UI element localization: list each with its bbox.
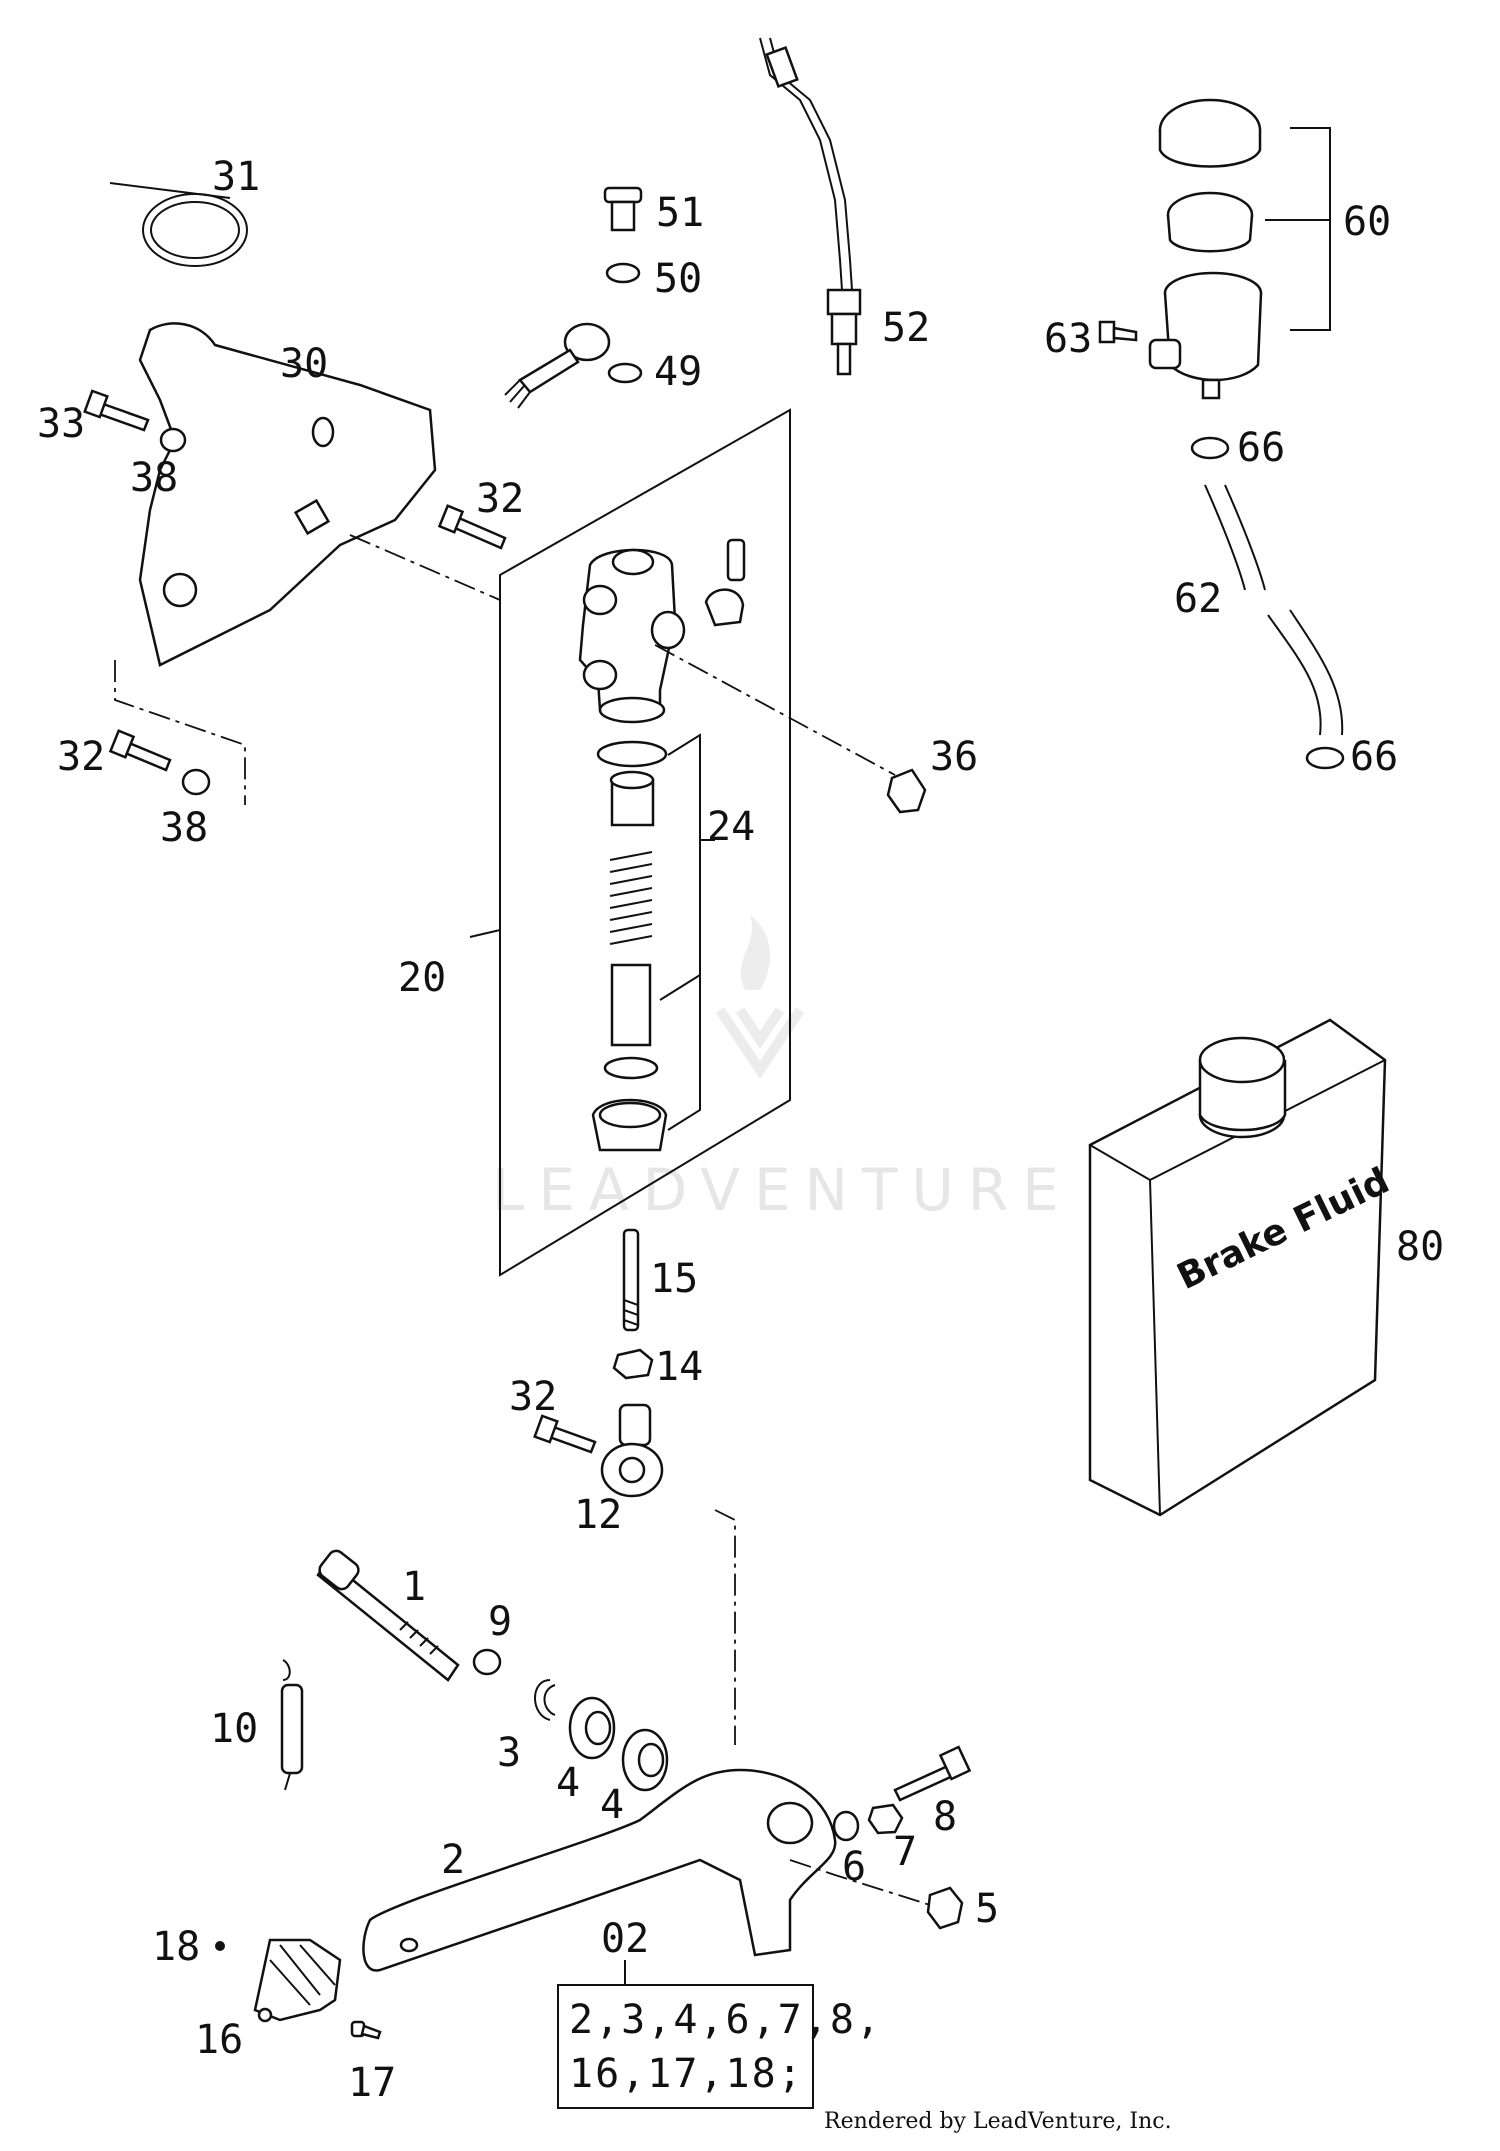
label-16: 16: [195, 2017, 243, 2063]
washer-38-top: [159, 427, 187, 453]
washer-38-bottom: [181, 768, 211, 796]
label-1: 1: [402, 1564, 426, 1610]
label-3: 3: [497, 1730, 521, 1776]
leader-line-hardware: [789, 1859, 931, 1906]
label-36: 36: [930, 734, 978, 780]
push-rod: [622, 1228, 640, 1332]
label-49: 49: [654, 349, 702, 395]
bolt-32-top: [437, 504, 507, 550]
brake-fluid-container: Brake Fluid: [1088, 1018, 1396, 1517]
clamp-66-bottom: [1305, 746, 1345, 770]
label-24: 24: [707, 804, 755, 850]
screw-63: [1098, 320, 1138, 344]
washer-9: [472, 1648, 502, 1676]
part-labels: 31 30 33 38 32 32 38 51 50 49 52 60 63 6…: [37, 154, 1444, 2106]
o-ring: [596, 740, 668, 768]
label-02: 02: [601, 1916, 649, 1962]
label-66-bottom: 66: [1350, 734, 1398, 780]
brake-light-switch: [759, 37, 862, 376]
washer-50: [605, 262, 641, 284]
reservoir-assembly: [1148, 98, 1331, 400]
label-6: 6: [842, 1844, 866, 1890]
clamp-66-top: [1190, 436, 1230, 460]
clevis: [600, 1403, 664, 1498]
label-50: 50: [654, 256, 702, 302]
label-17: 17: [348, 2060, 396, 2106]
render-credit: Rendered by LeadVenture, Inc.: [824, 2109, 1172, 2134]
label-15: 15: [650, 1256, 698, 1302]
circlip-3: [534, 1679, 556, 1721]
leader-line-left: [114, 660, 246, 805]
kit-list-box: 2,3,4,6,7,8, 16,17,18;: [557, 1960, 882, 2109]
label-2: 2: [441, 1837, 465, 1883]
banjo-bolt: [603, 186, 643, 232]
nut-5: [926, 1886, 964, 1930]
pin-18: [215, 1941, 225, 1951]
bolt-32-left: [108, 729, 172, 772]
label-9: 9: [488, 1599, 512, 1645]
bearing-4-second: [621, 1728, 669, 1792]
label-8: 8: [933, 1794, 957, 1840]
bolt-8: [893, 1745, 972, 1802]
washer-49: [607, 362, 643, 384]
label-20: 20: [398, 955, 446, 1001]
washer-6: [832, 1810, 860, 1842]
nut-36: [886, 768, 927, 814]
leader-line-lever: [714, 1509, 736, 1745]
label-66-top: 66: [1237, 425, 1285, 471]
label-18: 18: [152, 1924, 200, 1970]
label-31: 31: [212, 154, 260, 200]
cable-tie: [109, 182, 248, 267]
label-4-second: 4: [600, 1782, 624, 1828]
label-10: 10: [210, 1706, 258, 1752]
bracket: [138, 322, 437, 667]
spring-10: [280, 1659, 304, 1791]
watermark: LEADVENTURE: [492, 915, 1073, 1224]
label-leaders: [469, 839, 715, 938]
bolt-33: [83, 389, 150, 432]
kit-list-line-1: 2,3,4,6,7,8,: [569, 1997, 882, 2043]
pivot-bolt: [316, 1549, 460, 1682]
kit-list-line-2: 16,17,18;: [569, 2051, 804, 2097]
watermark-text: LEADVENTURE: [492, 1156, 1073, 1224]
label-52: 52: [882, 305, 930, 351]
screw-17: [350, 2020, 382, 2040]
label-38-top: 38: [130, 455, 178, 501]
label-32-top: 32: [476, 476, 524, 522]
label-32-clevis: 32: [509, 1374, 557, 1420]
nut-7: [867, 1803, 904, 1835]
label-38-bottom: 38: [160, 805, 208, 851]
label-5: 5: [975, 1886, 999, 1932]
label-80: 80: [1396, 1224, 1444, 1270]
label-63: 63: [1044, 316, 1092, 362]
label-12: 12: [574, 1492, 622, 1538]
leader-line-mounting: [349, 534, 896, 776]
label-60: 60: [1343, 199, 1391, 245]
bearing-4-first: [568, 1696, 616, 1760]
label-32-left: 32: [57, 734, 105, 780]
master-cylinder-kit-box: [499, 408, 791, 1277]
step-plate-16: [253, 1938, 342, 2023]
label-51: 51: [656, 190, 704, 236]
bolt-32-clevis: [533, 1414, 597, 1454]
label-4-first: 4: [556, 1760, 580, 1806]
banjo-fitting: [504, 322, 611, 409]
label-30: 30: [280, 341, 328, 387]
hose-62: [1204, 484, 1344, 736]
nut-14: [612, 1348, 654, 1380]
label-33: 33: [37, 401, 85, 447]
label-62: 62: [1174, 576, 1222, 622]
label-14: 14: [655, 1344, 703, 1390]
brake-lever: [362, 1768, 837, 1972]
label-7: 7: [893, 1829, 917, 1875]
